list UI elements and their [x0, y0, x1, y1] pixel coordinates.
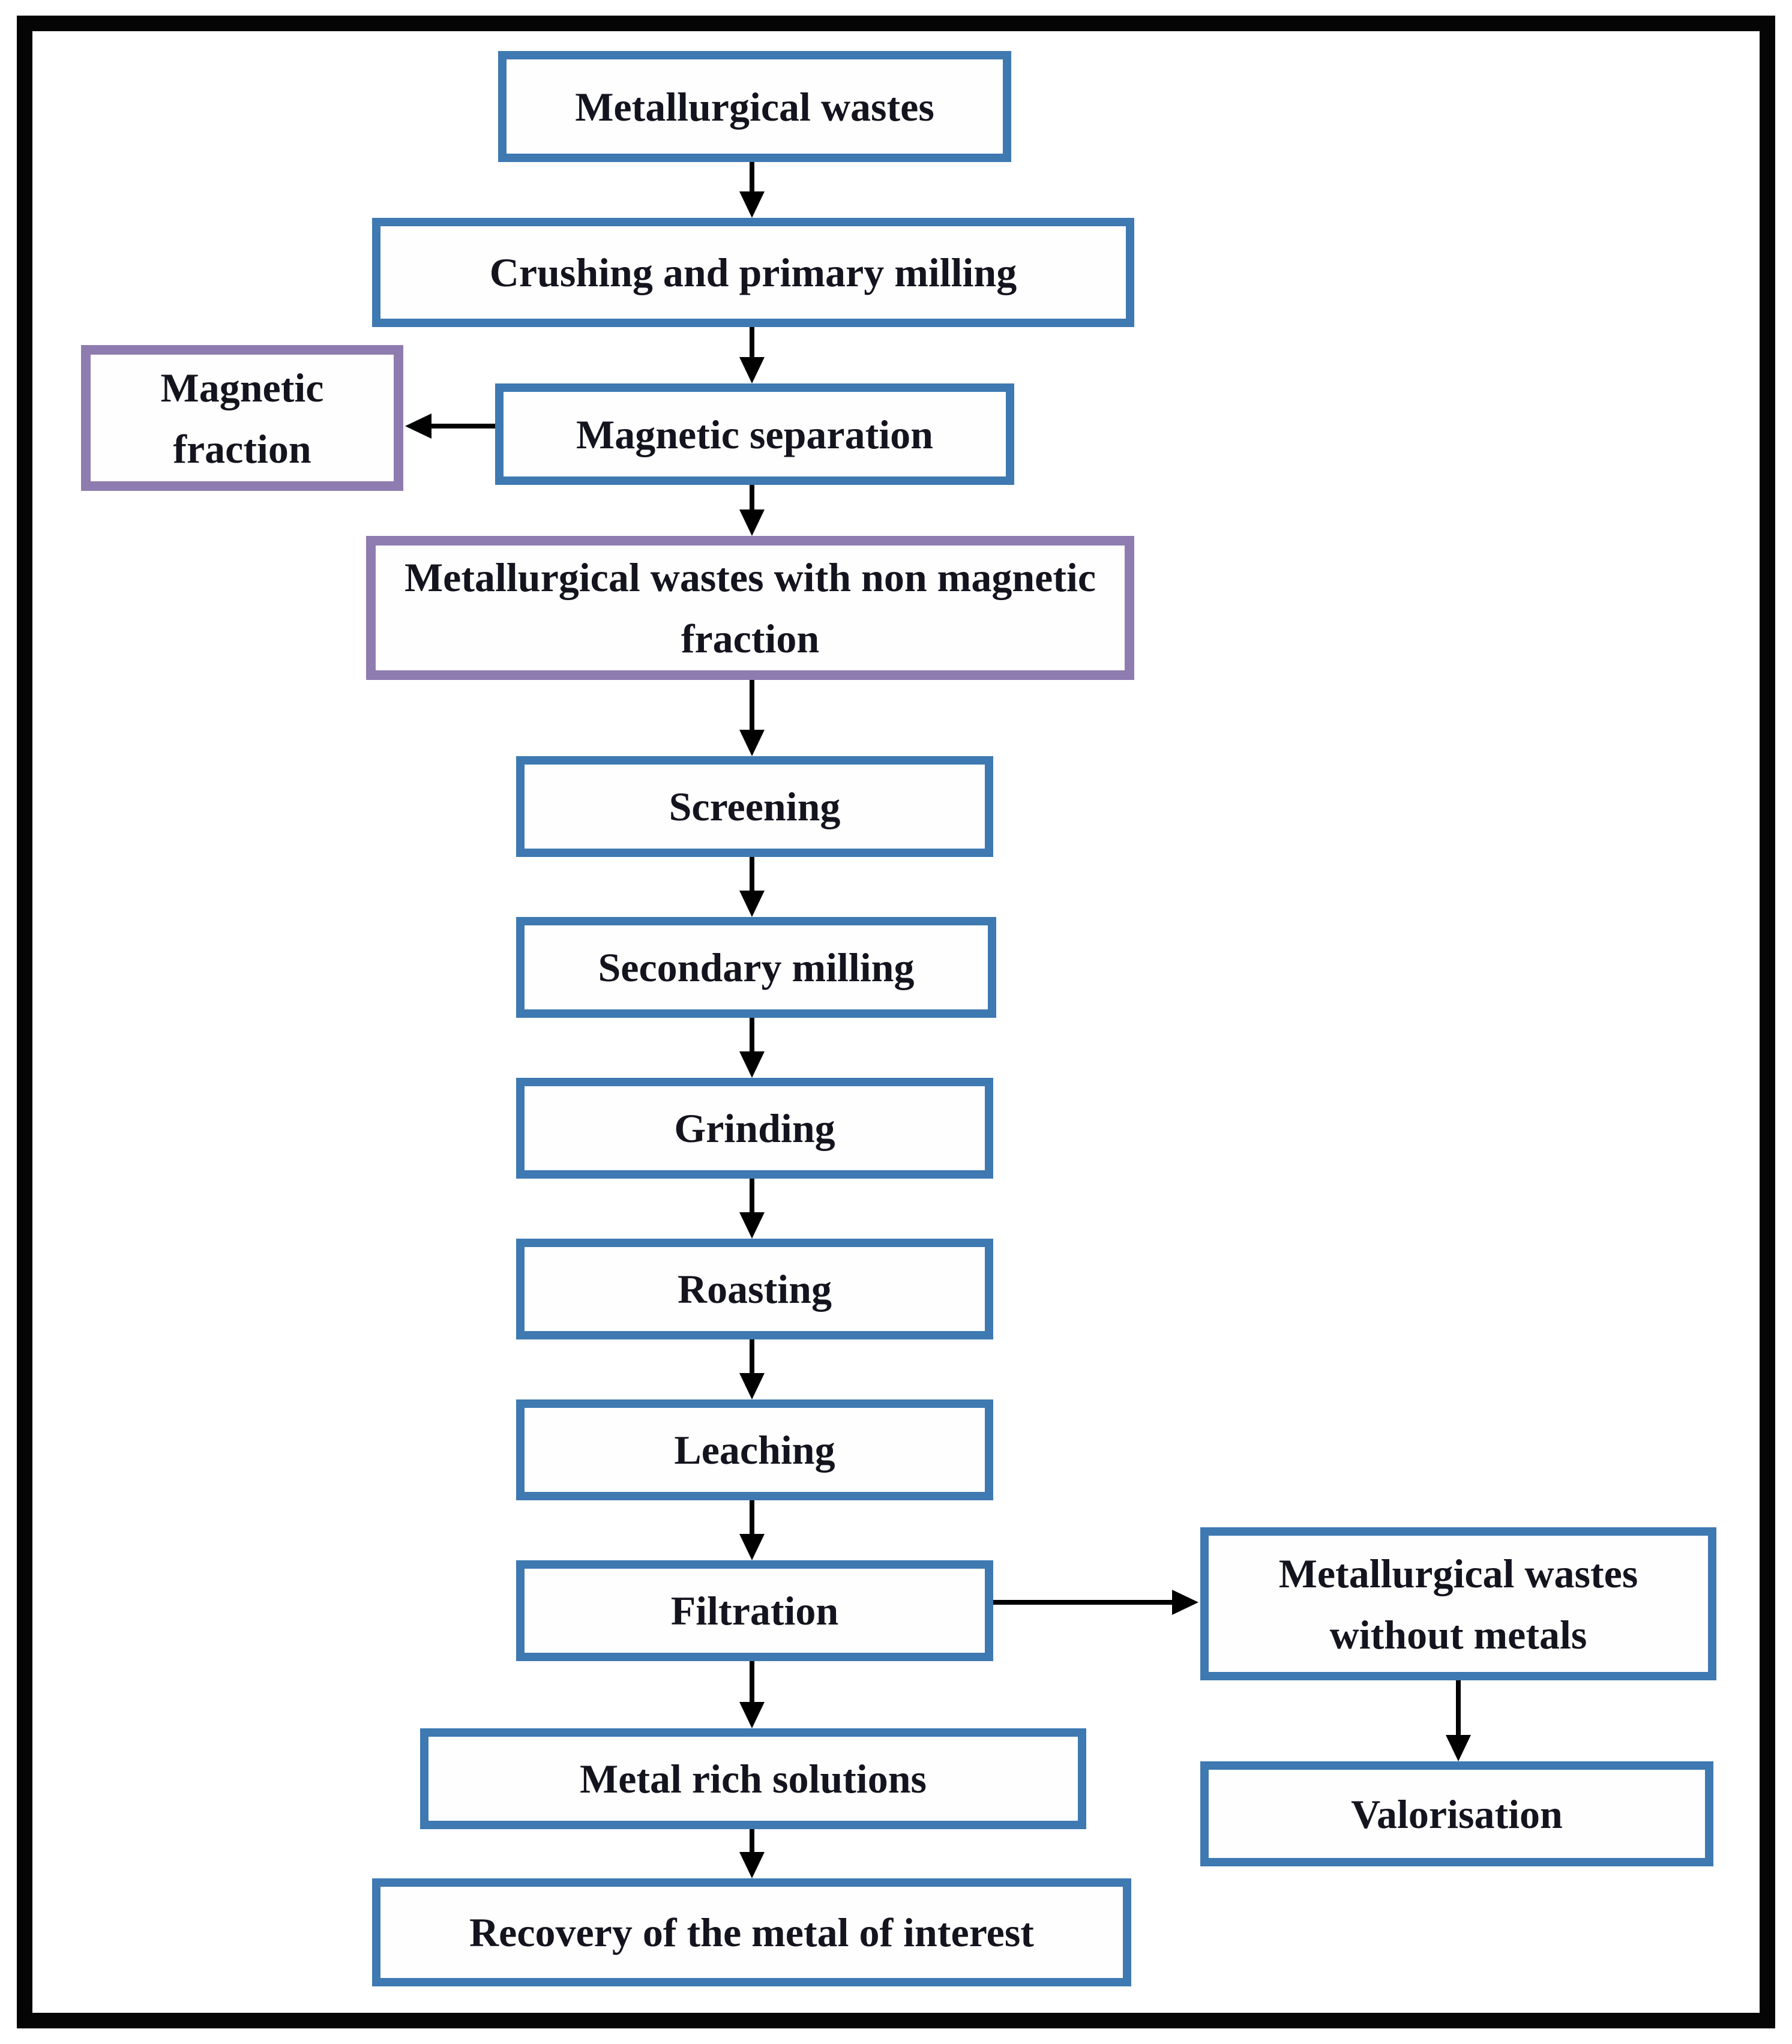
- arrow-down-head: [739, 1373, 765, 1399]
- node-label: Metallurgical wastes: [575, 83, 934, 130]
- node-crushing-primary-milling: Crushing and primary milling: [372, 218, 1134, 327]
- arrow-down-head: [739, 1702, 765, 1728]
- node-label: Metallurgical wastes with non magnetic f…: [404, 555, 1096, 661]
- node-secondary-milling: Secondary milling: [516, 917, 996, 1018]
- arrow-down-head: [739, 1852, 765, 1878]
- arrow-secondary-milling-to-grinding: [739, 1018, 765, 1078]
- node-label: Roasting: [678, 1266, 832, 1312]
- node-label: Valorisation: [1351, 1791, 1563, 1837]
- arrow-filtration-to-wastes-without-metals: [993, 1590, 1198, 1615]
- arrow-shaft: [1456, 1680, 1461, 1739]
- arrow-magnetic-separation-to-non-magnetic: [739, 485, 765, 536]
- arrow-roasting-to-leaching: [739, 1339, 765, 1399]
- node-label: Grinding: [674, 1105, 835, 1151]
- arrow-leaching-to-filtration: [739, 1500, 765, 1560]
- arrow-down-head: [739, 357, 765, 383]
- arrow-filtration-to-metal-rich-solutions: [739, 1661, 765, 1728]
- arrow-shaft: [993, 1600, 1177, 1605]
- arrow-non-magnetic-to-screening: [739, 680, 765, 756]
- arrow-crushing-to-magnetic-separation: [739, 327, 765, 383]
- node-label: Crushing and primary milling: [489, 250, 1017, 295]
- arrow-shaft: [750, 327, 754, 361]
- arrow-right-head: [1172, 1590, 1198, 1615]
- node-label: Magnetic separation: [576, 411, 933, 457]
- node-label: Filtration: [670, 1588, 839, 1634]
- arrow-metallurgical-wastes-to-crushing: [739, 162, 765, 218]
- arrow-down-head: [739, 891, 765, 917]
- node-non-magnetic-fraction: Metallurgical wastes with non magnetic f…: [366, 536, 1134, 680]
- arrow-grinding-to-roasting: [739, 1179, 765, 1239]
- node-label: Secondary milling: [598, 945, 915, 990]
- arrow-shaft: [427, 424, 495, 428]
- node-label: Metal rich solutions: [580, 1756, 927, 1802]
- node-magnetic-fraction: Magnetic fraction: [81, 345, 403, 491]
- arrow-magnetic-separation-to-magnetic-fraction: [405, 413, 495, 439]
- arrow-shaft: [750, 1179, 754, 1216]
- node-grinding: Grinding: [516, 1078, 993, 1179]
- arrow-shaft: [750, 1339, 754, 1377]
- node-valorisation: Valorisation: [1200, 1761, 1713, 1866]
- arrow-shaft: [750, 857, 754, 894]
- node-magnetic-separation: Magnetic separation: [495, 383, 1014, 485]
- node-label: Screening: [669, 784, 841, 829]
- arrow-shaft: [750, 1661, 754, 1706]
- arrow-down-head: [739, 509, 765, 536]
- arrow-shaft: [750, 1500, 754, 1538]
- arrow-down-head: [739, 730, 765, 756]
- arrow-shaft: [750, 485, 754, 513]
- arrow-down-head: [739, 191, 765, 218]
- node-label: Recovery of the metal of interest: [469, 1910, 1034, 1955]
- arrow-screening-to-secondary-milling: [739, 857, 765, 917]
- node-recovery-of-metal: Recovery of the metal of interest: [372, 1878, 1131, 1986]
- arrow-down-head: [1446, 1735, 1471, 1761]
- node-label: Metallurgical wastes without metals: [1278, 1550, 1638, 1658]
- node-metal-rich-solutions: Metal rich solutions: [420, 1728, 1086, 1829]
- arrow-down-head: [739, 1051, 765, 1078]
- arrow-left-head: [405, 413, 431, 439]
- arrow-shaft: [750, 162, 754, 195]
- node-metallurgical-wastes: Metallurgical wastes: [498, 51, 1011, 162]
- arrow-metal-rich-solutions-to-recovery: [739, 1829, 765, 1878]
- arrow-down-head: [739, 1212, 765, 1239]
- node-filtration: Filtration: [516, 1560, 993, 1661]
- node-label: Leaching: [674, 1427, 835, 1473]
- arrow-shaft: [750, 1018, 754, 1055]
- node-screening: Screening: [516, 756, 993, 857]
- node-leaching: Leaching: [516, 1399, 993, 1500]
- node-label: Magnetic fraction: [160, 364, 324, 472]
- arrow-shaft: [750, 680, 754, 733]
- node-roasting: Roasting: [516, 1239, 993, 1339]
- arrow-wastes-without-metals-to-valorisation: [1446, 1680, 1471, 1761]
- node-metallurgical-wastes-without-metals: Metallurgical wastes without metals: [1200, 1527, 1716, 1680]
- arrow-down-head: [739, 1534, 765, 1560]
- arrow-shaft: [750, 1829, 754, 1856]
